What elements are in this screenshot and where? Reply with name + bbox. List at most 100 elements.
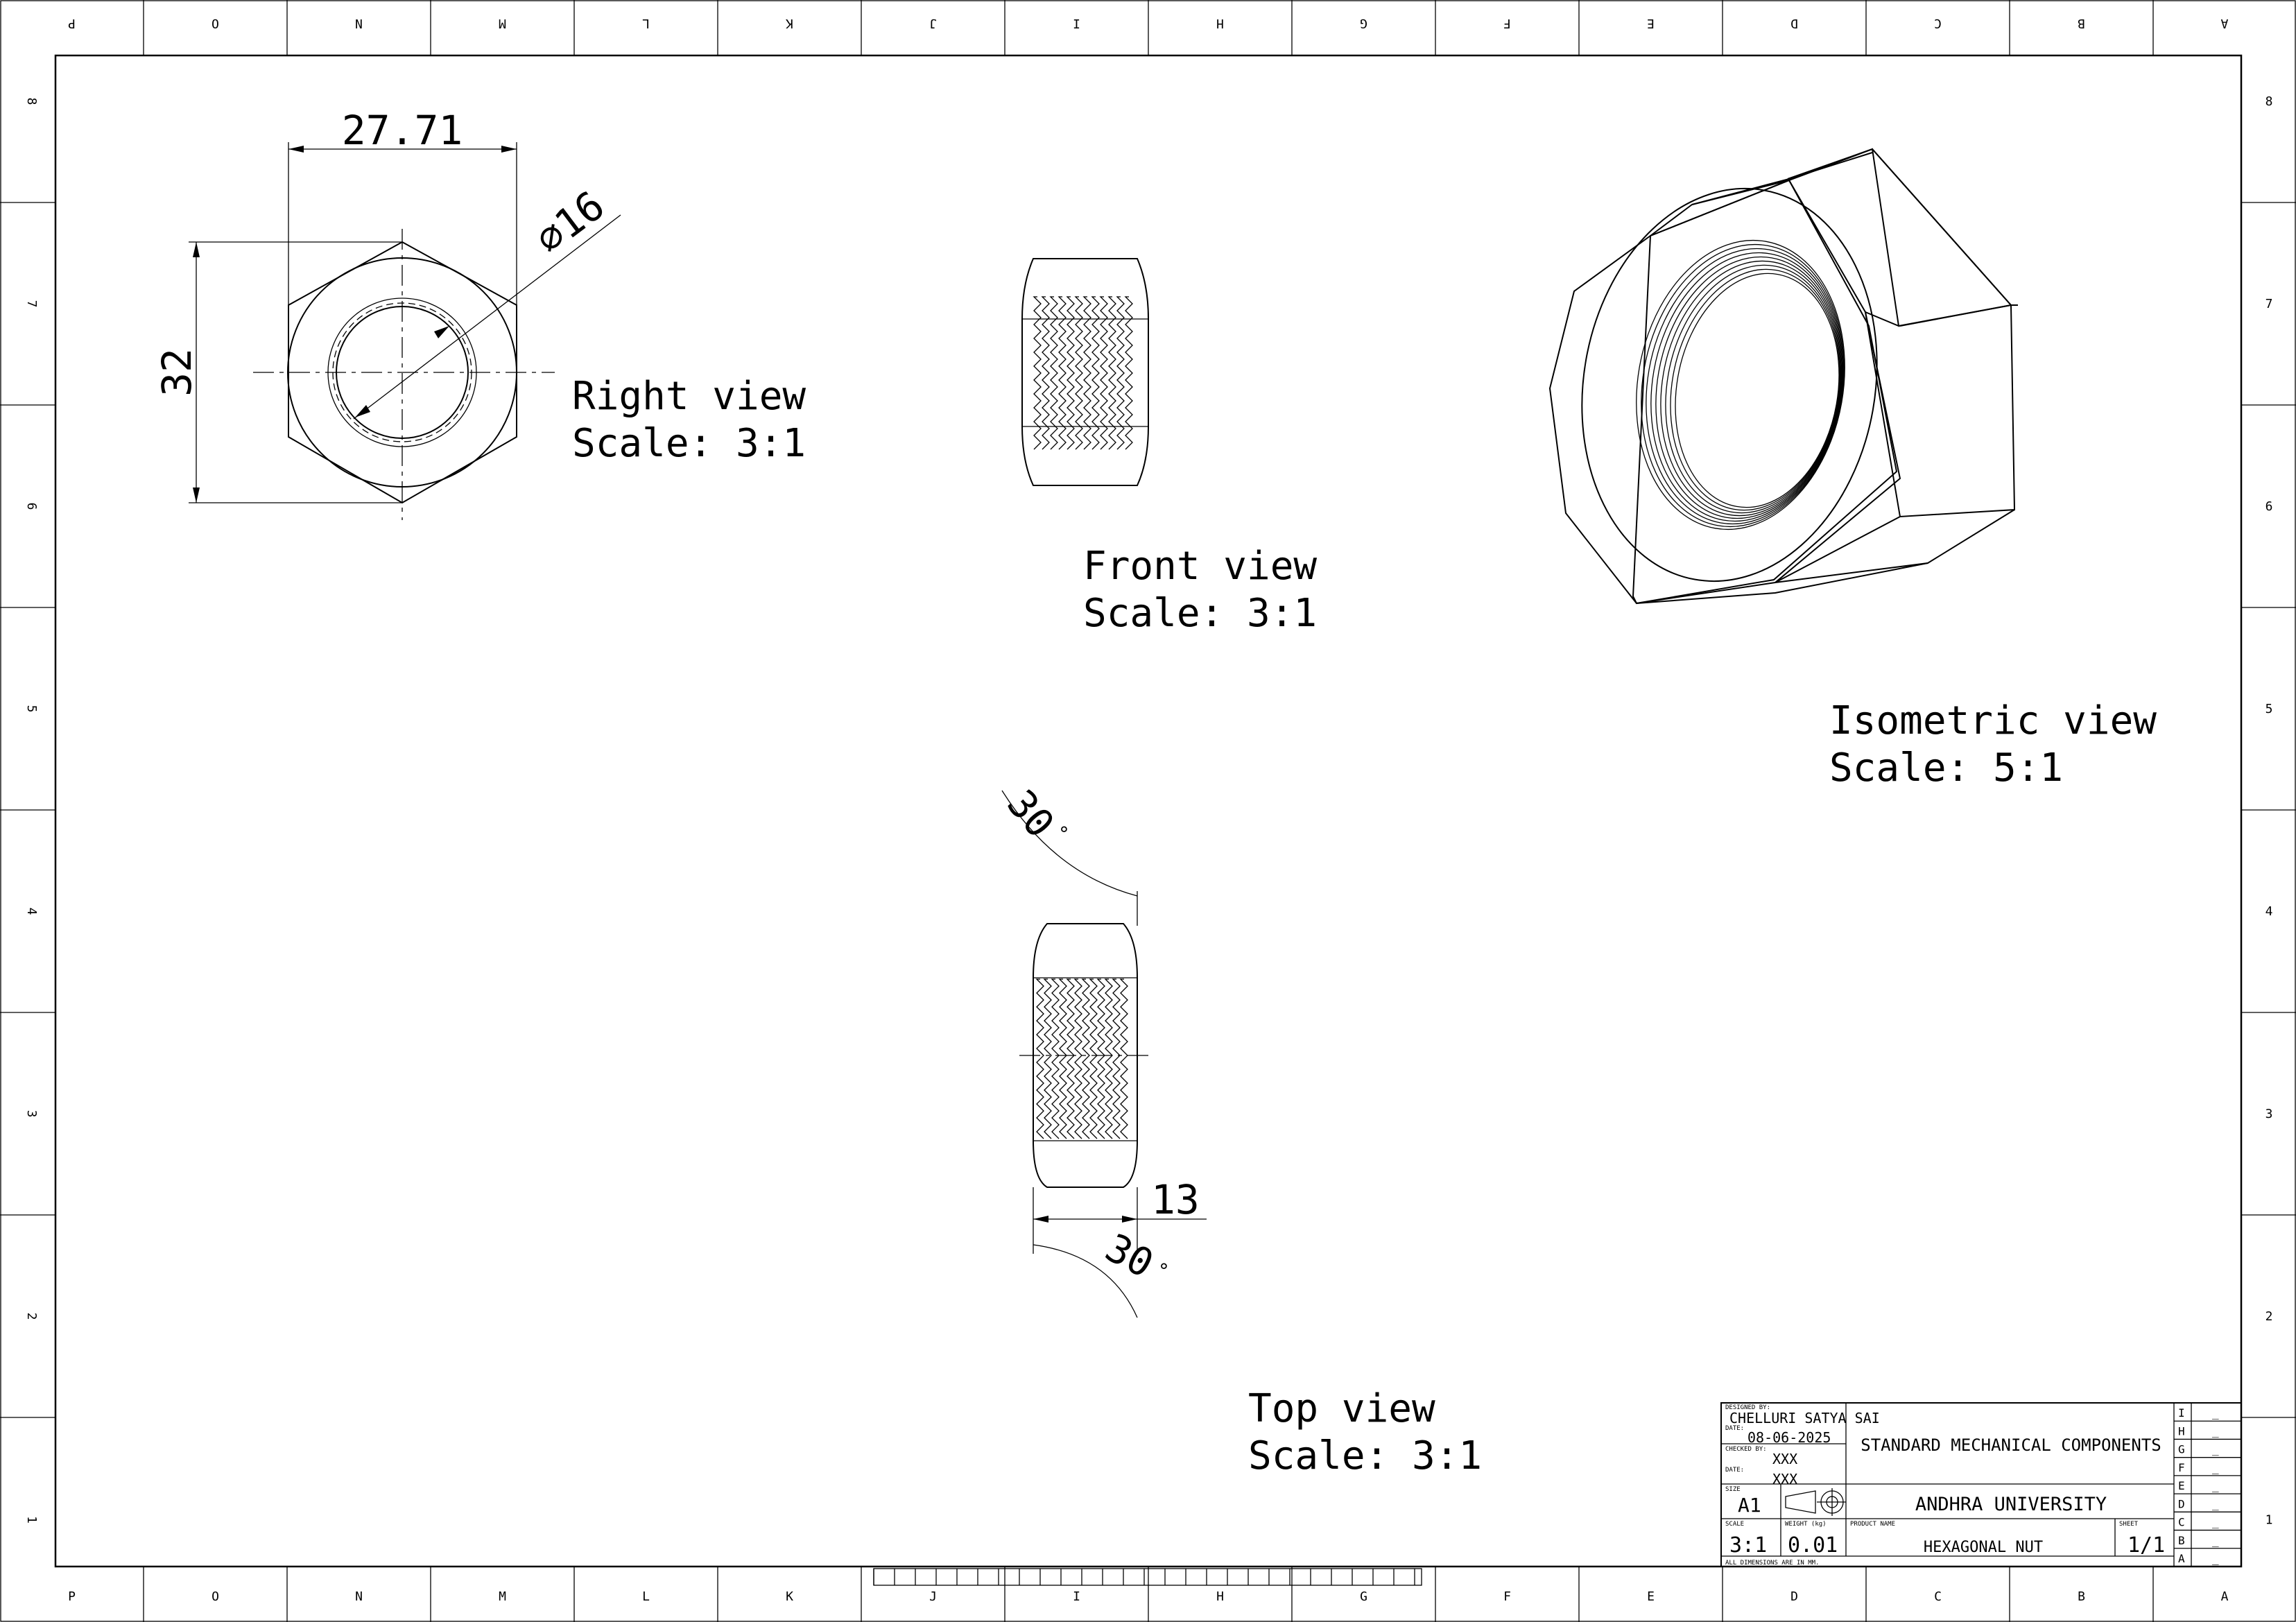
zone-number-left: 4	[24, 908, 39, 915]
zone-letter-top: M	[499, 16, 506, 31]
revision-letter: D	[2178, 1497, 2185, 1510]
thread-line	[1082, 296, 1091, 450]
iso-top-right-edge	[1872, 148, 2012, 306]
iso-right-face	[1788, 148, 2016, 518]
front-view: Front view Scale: 3:1	[1021, 258, 1317, 636]
product-name: HEXAGONAL NUT	[1924, 1539, 2043, 1556]
zone-letter-top: H	[1216, 16, 1224, 31]
thread-line	[1096, 978, 1105, 1139]
iso-back-edges	[1691, 148, 2018, 327]
zone-letter-bottom: B	[2078, 1589, 2085, 1604]
zone-letter-top: C	[1934, 16, 1942, 31]
chamfer-top-label: 30	[998, 782, 1062, 846]
zone-letter-top: N	[355, 16, 363, 31]
zone-letter-bottom: P	[68, 1589, 76, 1604]
arrowhead	[434, 326, 449, 338]
revision-value: _	[2212, 1461, 2219, 1474]
revision-letter: H	[2178, 1424, 2185, 1438]
thread-line	[1058, 978, 1067, 1139]
thread-ring	[1670, 268, 1840, 511]
zone-letter-top: G	[1360, 16, 1367, 31]
thread-line	[1089, 978, 1098, 1139]
front-view-scale: Scale: 3:1	[1083, 591, 1317, 636]
thread-line	[1051, 978, 1060, 1139]
revision-letter: C	[2178, 1516, 2185, 1529]
zone-number-right: 4	[2265, 904, 2273, 919]
projection-symbol-icon	[1785, 1488, 1846, 1516]
thread-hatching	[1035, 978, 1128, 1139]
zone-letter-bottom: I	[1073, 1589, 1080, 1604]
top-view-title: Top view	[1248, 1386, 1435, 1431]
title-block: DESIGNED BY: CHELLURI SATYA SAI DATE: 08…	[1720, 1402, 2242, 1567]
chamfer-arc	[1033, 1244, 1138, 1318]
thread-line	[1112, 978, 1121, 1139]
zone-letter-bottom: N	[355, 1589, 363, 1604]
arrowhead	[355, 405, 370, 417]
zone-number-right: 6	[2265, 499, 2273, 514]
thread-line	[1091, 296, 1100, 450]
front-outline	[1021, 258, 1149, 486]
thread-line	[1066, 978, 1075, 1139]
zone-letter-top: D	[1790, 16, 1798, 31]
thickness-dimension-label: 13	[1151, 1176, 1200, 1223]
zone-letter-top: E	[1647, 16, 1655, 31]
arrowhead	[288, 146, 304, 153]
zone-letter-bottom: L	[642, 1589, 650, 1604]
thread-line	[1081, 978, 1090, 1139]
thread-hatching	[1033, 296, 1133, 450]
revision-letter: E	[2178, 1479, 2185, 1492]
size-label: SIZE	[1725, 1486, 1741, 1493]
zone-letter-bottom: M	[499, 1589, 506, 1604]
sheet-label: SHEET	[2119, 1521, 2139, 1528]
thread-ring	[1650, 252, 1843, 522]
iso-chamfer-ellipse	[1581, 187, 1878, 583]
iso-view-title: Isometric view	[1829, 698, 2157, 743]
centering-scale	[873, 1568, 1422, 1586]
zone-number-right: 3	[2265, 1107, 2273, 1121]
zone-letter-bottom: H	[1216, 1589, 1224, 1604]
sheet-number: 1/1	[2127, 1533, 2165, 1558]
zone-letter-bottom: K	[786, 1589, 793, 1604]
designed-by-label: DESIGNED BY:	[1725, 1404, 1770, 1411]
thread-ring	[1641, 243, 1845, 528]
checked-by-value: XXX	[1772, 1451, 1797, 1467]
thread-line	[1074, 296, 1083, 450]
thread-line	[1041, 296, 1050, 450]
arrowhead	[1033, 1216, 1048, 1223]
drawing-frame	[54, 54, 2243, 1568]
zone-letter-top: P	[68, 16, 76, 31]
zone-number-right: 8	[2265, 94, 2273, 109]
diameter-leader	[353, 214, 621, 420]
iso-outer-hex	[1548, 179, 1901, 605]
zone-letter-top: B	[2078, 16, 2085, 31]
height-dimension-label: 32	[153, 348, 200, 397]
checked-by-label: CHECKED BY:	[1725, 1446, 1767, 1453]
zone-number-right: 2	[2265, 1309, 2273, 1324]
zone-letter-bottom: O	[212, 1589, 219, 1604]
zone-letter-top: J	[929, 16, 937, 31]
thread-line	[1099, 296, 1108, 450]
zone-letter-bottom: J	[929, 1589, 937, 1604]
thread-line	[1049, 296, 1058, 450]
zone-letter-bottom: C	[1934, 1589, 1942, 1604]
zone-letter-top: F	[1503, 16, 1511, 31]
zone-letter-bottom: E	[1647, 1589, 1655, 1604]
zone-letter-bottom: G	[1360, 1589, 1367, 1604]
weight-label: WEIGHT (kg)	[1785, 1521, 1827, 1528]
iso-chamfer-edge	[1899, 304, 2012, 327]
arrowhead	[193, 242, 200, 257]
zone-letter-top: A	[2220, 16, 2228, 31]
arrowhead	[1122, 1216, 1137, 1223]
degree-symbol: °	[1058, 822, 1070, 845]
iso-view-scale: Scale: 5:1	[1829, 745, 2063, 791]
title-block-border	[1720, 1402, 2242, 1567]
thread-line	[1066, 296, 1075, 450]
revision-value: _	[2212, 1516, 2219, 1529]
zone-number-left: 5	[24, 705, 39, 713]
revision-letter: F	[2178, 1461, 2185, 1474]
zone-letter-bottom: A	[2221, 1589, 2229, 1604]
thread-line	[1043, 978, 1052, 1139]
thread-line	[1073, 978, 1082, 1139]
